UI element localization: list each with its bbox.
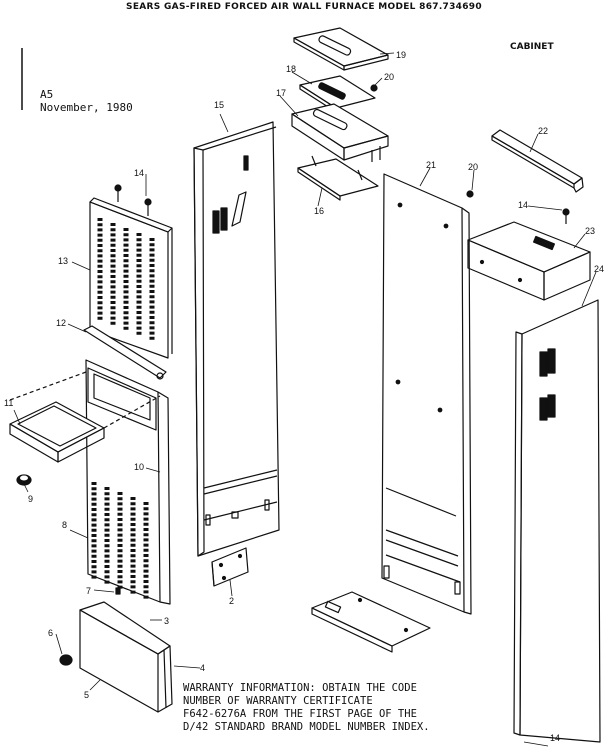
revision-date: November, 1980 <box>40 101 133 114</box>
diagram-title: SEARS GAS-FIRED FORCED AIR WALL FURNACE … <box>126 2 482 12</box>
label-7: 7 <box>86 586 91 596</box>
label-17: 17 <box>276 88 286 98</box>
section-label: CABINET <box>510 42 554 52</box>
part-8-lower-grille <box>91 482 149 600</box>
part-12-rail <box>83 325 167 380</box>
part-23-top-box <box>467 221 591 301</box>
label-20-top: 20 <box>384 72 394 82</box>
part-22-strip <box>491 129 584 193</box>
label-14-right: 14 <box>518 200 528 210</box>
label-15: 15 <box>214 100 224 110</box>
part-7-pin <box>115 587 121 595</box>
label-24: 24 <box>594 264 604 274</box>
part-6-knob <box>59 654 73 666</box>
bottom-plate <box>311 591 431 653</box>
part-11-filter-box <box>9 371 161 463</box>
label-9: 9 <box>28 494 33 504</box>
label-14-bottom: 14 <box>550 733 560 743</box>
part-5-access-door <box>79 601 173 713</box>
label-18: 18 <box>286 64 296 74</box>
part-15-left-side-panel <box>193 121 280 557</box>
part-21-rear-panel <box>381 173 472 615</box>
screws <box>114 84 570 224</box>
label-3: 3 <box>164 616 169 626</box>
part-9-knob <box>16 474 32 486</box>
label-2: 2 <box>229 596 234 606</box>
label-6: 6 <box>48 628 53 638</box>
label-10: 10 <box>134 462 144 472</box>
warranty-line-3: F642-6276A FROM THE FIRST PAGE OF THE <box>183 708 417 720</box>
part-2-bracket <box>211 547 249 587</box>
revision-code: A5 <box>40 88 54 101</box>
leader-lines <box>13 52 597 747</box>
label-11: 11 <box>4 398 13 408</box>
part-17-bracket <box>291 103 389 162</box>
part-13-upper-grille <box>89 197 173 359</box>
warranty-line-2: NUMBER OF WARRANTY CERTIFICATE <box>183 695 373 707</box>
label-5: 5 <box>84 690 89 700</box>
label-14-left: 14 <box>134 168 144 178</box>
label-21: 21 <box>426 160 436 170</box>
part-number-labels: 19 18 20 17 15 16 21 20 22 14 23 24 14 1… <box>4 50 604 743</box>
label-19: 19 <box>396 50 406 60</box>
label-22: 22 <box>538 126 548 136</box>
revision-block: A5 November, 1980 <box>40 88 133 114</box>
part-24-right-side-panel <box>513 299 601 743</box>
label-12: 12 <box>56 318 66 328</box>
part-19-top-cover <box>293 27 389 71</box>
label-4: 4 <box>200 663 205 673</box>
label-16: 16 <box>314 206 324 216</box>
warranty-line-1: WARRANTY INFORMATION: OBTAIN THE CODE <box>183 682 417 694</box>
label-13: 13 <box>58 256 68 266</box>
label-20-right: 20 <box>468 162 478 172</box>
label-23: 23 <box>585 226 595 236</box>
label-8: 8 <box>62 520 67 530</box>
warranty-note: WARRANTY INFORMATION: OBTAIN THE CODE NU… <box>183 682 513 734</box>
part-16-bracket <box>297 155 379 201</box>
part-10-front-frame <box>85 359 171 605</box>
warranty-line-4: D/42 STANDARD BRAND MODEL NUMBER INDEX. <box>183 721 430 733</box>
